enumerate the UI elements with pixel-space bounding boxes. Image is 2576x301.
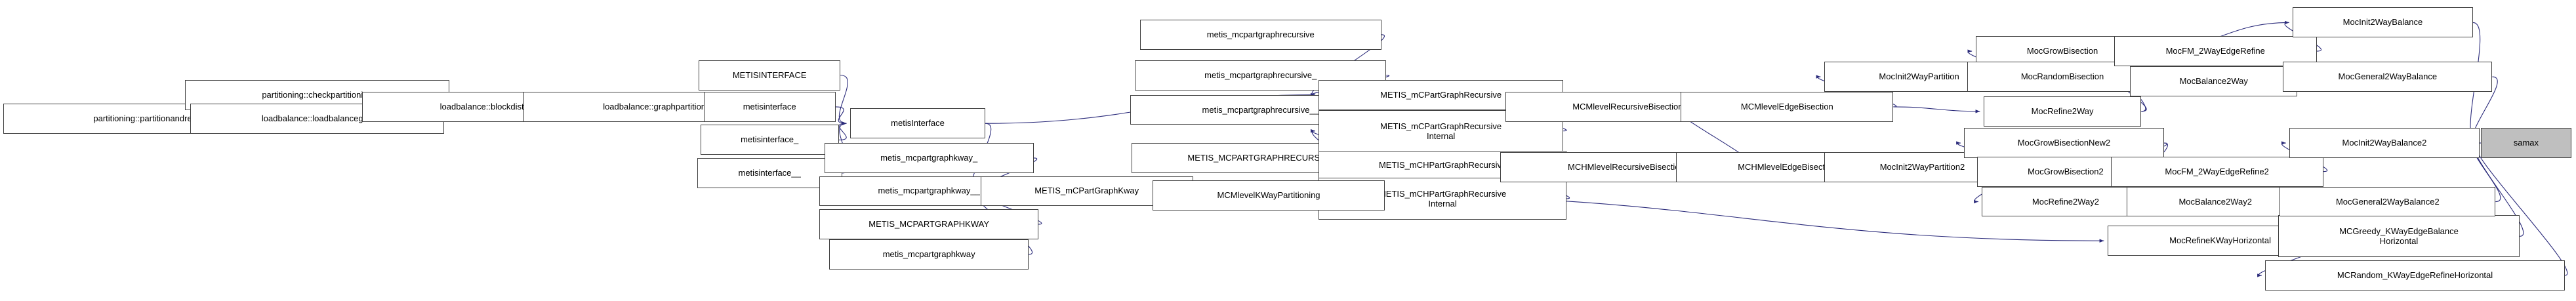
graph-edge bbox=[836, 119, 847, 140]
graph-edge bbox=[1893, 107, 1980, 116]
graph-node[interactable]: metis_mcpartgraphrecursive bbox=[1139, 19, 1381, 50]
graph-node[interactable]: MCMlevelKWayPartitioning bbox=[1153, 180, 1385, 211]
graph-node[interactable]: metisinterface_ bbox=[700, 125, 839, 155]
graph-node[interactable]: MocRefine2Way2 bbox=[1982, 186, 2150, 217]
graph-node[interactable]: metisinterface bbox=[703, 91, 836, 122]
graph-node[interactable]: MocInit2WayBalance bbox=[2293, 7, 2473, 38]
graph-node[interactable]: MocGeneral2WayBalance bbox=[2283, 62, 2493, 92]
graph-node[interactable]: metisInterface bbox=[849, 108, 986, 139]
graph-node[interactable]: MocBalance2Way2 bbox=[2127, 186, 2304, 217]
graph-node[interactable]: MocGeneral2WayBalance2 bbox=[2280, 186, 2496, 217]
graph-node[interactable]: metis_mcpartgraphkway bbox=[829, 239, 1029, 270]
graph-edge bbox=[836, 107, 847, 128]
graph-node[interactable]: METIS_MCPARTGRAPHKWAY bbox=[819, 209, 1039, 239]
graph-node[interactable]: metis_mcpartgraphkway_ bbox=[824, 143, 1034, 173]
graph-node[interactable]: MCMlevelEdgeBisection bbox=[1681, 91, 1894, 122]
graph-node[interactable]: MocRandomBisection bbox=[1967, 62, 2157, 92]
graph-node[interactable]: MocBalance2Way bbox=[2130, 66, 2298, 96]
graph-edge bbox=[836, 75, 848, 128]
graph-node[interactable]: MocInit2WayBalance2 bbox=[2289, 128, 2480, 158]
graph-node[interactable]: MCGreedy_KWayEdgeBalance Horizontal bbox=[2278, 215, 2520, 258]
graph-node[interactable]: MocFM_2WayEdgeRefine2 bbox=[2110, 156, 2323, 187]
graph-node[interactable]: metis_mcpartgraphrecursive_ bbox=[1135, 60, 1387, 90]
graph-node[interactable]: MocRefine2Way bbox=[1983, 96, 2142, 127]
graph-node[interactable]: METISINTERFACE bbox=[699, 60, 841, 90]
graph-node[interactable]: metisinterface__ bbox=[697, 157, 842, 188]
graph-node[interactable]: MCRandom_KWayEdgeRefineHorizontal bbox=[2265, 260, 2565, 291]
graph-node[interactable]: MocGrowBisectionNew2 bbox=[1964, 128, 2164, 158]
graph-node[interactable]: samax bbox=[2481, 128, 2571, 158]
graph-node[interactable]: MocFM_2WayEdgeRefine bbox=[2114, 36, 2317, 66]
